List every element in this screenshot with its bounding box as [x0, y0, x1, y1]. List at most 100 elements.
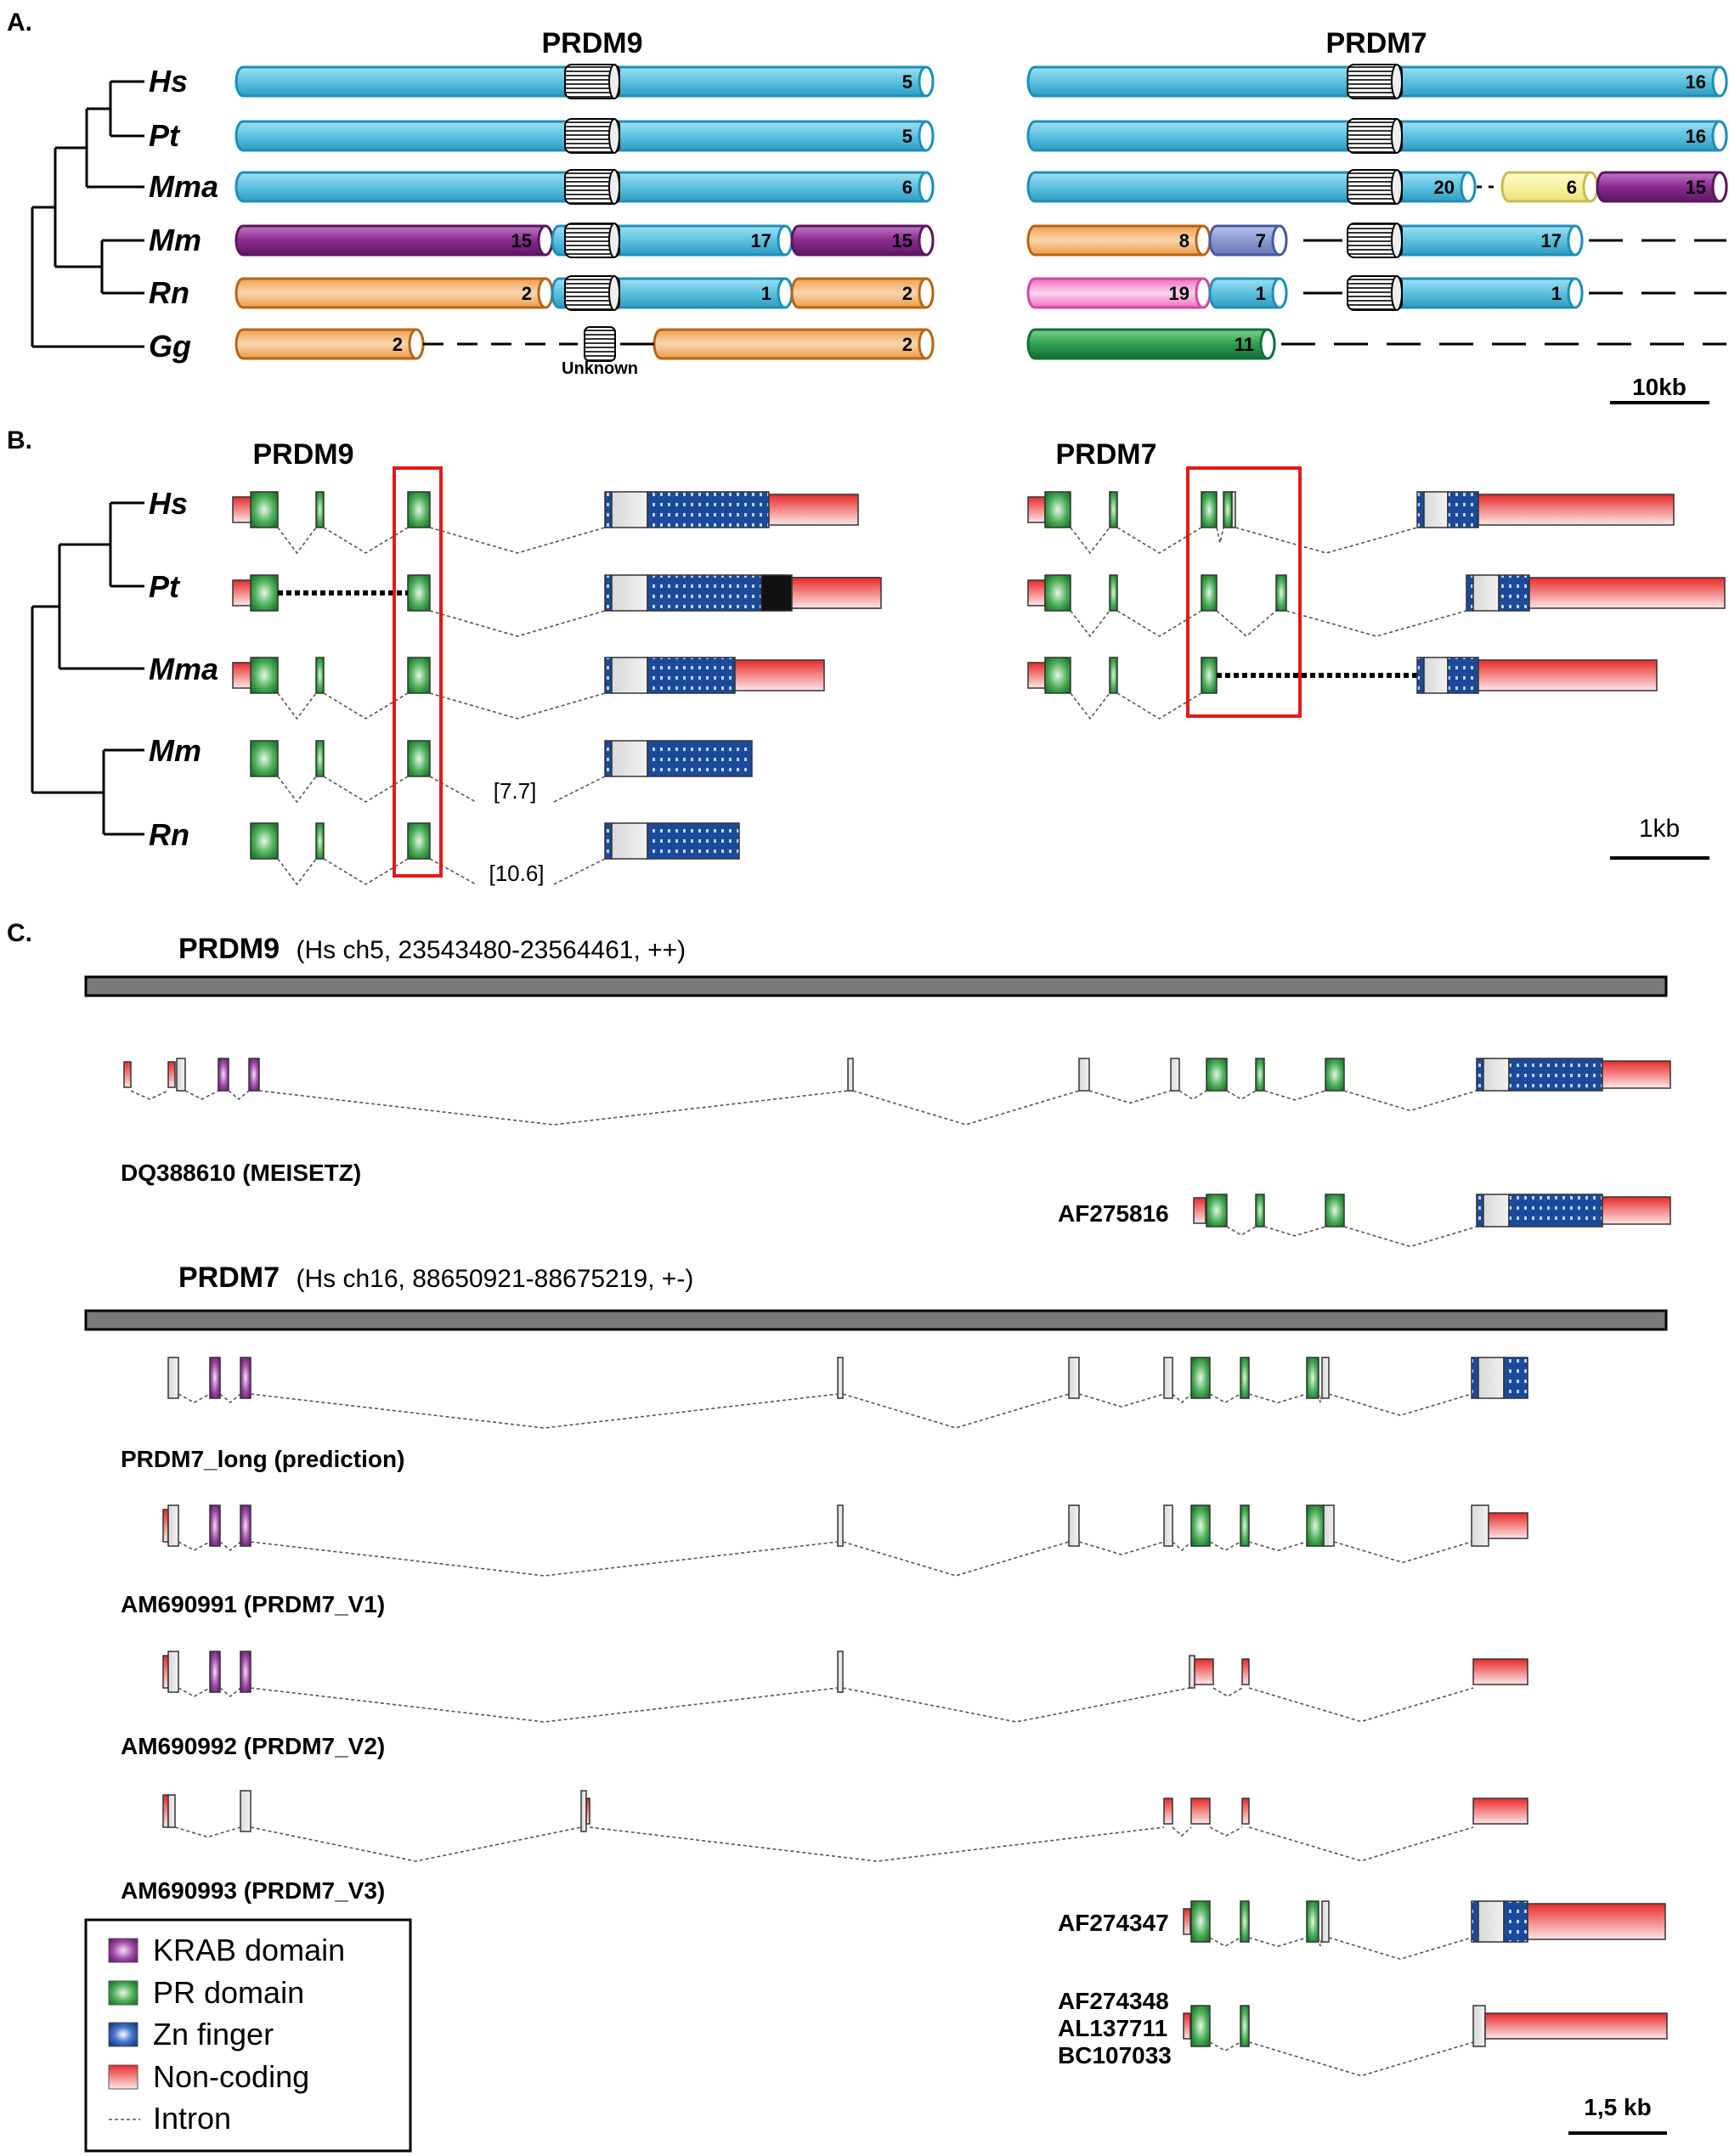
b-prdm7-intron2-0 — [1116, 527, 1202, 554]
prdm9-cylinder-end-1-0 — [918, 120, 935, 152]
c-am690991-exon-4 — [837, 1504, 844, 1547]
b-prdm9-intron1-0 — [277, 527, 317, 555]
c-prdm7-long-zn-10-grey — [1478, 1357, 1505, 1399]
c-prdm7-long-intron-9 — [1318, 1393, 1323, 1403]
b-mma-prdm7-zn-zn-lead — [1416, 657, 1425, 694]
prdm9-cylinder-label-4-2: 2 — [902, 283, 913, 304]
prdm9-core-drum-end-1 — [608, 118, 620, 154]
legend-pr-swatch — [108, 1980, 138, 2006]
prdm7-cylinder-body-2-2 — [1596, 171, 1728, 203]
unknown-label: Unknown — [562, 359, 638, 378]
b-prdm9-pr1-1 — [250, 574, 279, 612]
c-af274348-intron-2 — [1209, 2041, 1241, 2052]
c-af275816 — [1193, 1194, 1671, 1248]
transcript-label-am690991: AM690991 (PRDM7_V1) — [121, 1591, 385, 1617]
prdm7-cylinder-label-5-0: 11 — [1235, 334, 1254, 355]
prdm9-cylinder-end-4-0 — [537, 277, 554, 309]
b-prdm7-pr1-1 — [1044, 574, 1071, 612]
prdm7-cylinder-3-1: 7 — [1208, 224, 1288, 257]
b-prdm7-intron2-1 — [1116, 610, 1202, 637]
prdm7-cylinder-end-3-1 — [1271, 224, 1288, 257]
transcript-label-am690993: AM690993 (PRDM7_V3) — [121, 1877, 385, 1904]
c-af275816-intron-4 — [1343, 1226, 1478, 1248]
c-am690993-intron-2 — [174, 1826, 241, 1838]
b-prdm9-pr1-2 — [250, 657, 279, 694]
prdm9-genomic-bar — [84, 975, 1668, 997]
c-am690991-exon-10 — [1323, 1504, 1335, 1547]
b-prdm9-intron2-3 — [323, 776, 409, 803]
c-am690992-exon-2 — [209, 1651, 221, 1693]
c-af274348-intron-3 — [1248, 2041, 1474, 2077]
species-label-rn: Rn — [149, 275, 189, 310]
c-am690991-intron-3 — [219, 1541, 241, 1552]
legend-pr-label: PR domain — [153, 1975, 304, 2010]
c-am690992-exon-1 — [167, 1651, 179, 1693]
b-prdm7-pr2-2 — [1109, 657, 1118, 694]
prdm7-core-drum-end-4 — [1391, 275, 1403, 311]
b-prdm9-pr2-0 — [315, 491, 325, 528]
c-af274347-exon-2 — [1240, 1900, 1250, 1943]
b-prdm9-zn-4-grey — [611, 822, 648, 860]
prdm7-cylinder-label-2-1: 6 — [1567, 177, 1577, 198]
b-prdm9-row-2 — [232, 657, 825, 720]
c-dq388610-intron-6 — [852, 1090, 1080, 1126]
c-prdm7-long-exon-1 — [209, 1357, 221, 1399]
c-am690991-exon-6 — [1163, 1504, 1173, 1547]
c-prdm7-long — [167, 1357, 1528, 1429]
b-species-label-hs: Hs — [149, 486, 188, 521]
panel-b-prdm7-title: PRDM7 — [1055, 438, 1156, 471]
prdm7-cylinder-end-3-0 — [1195, 224, 1212, 257]
c-am690993-exon-6 — [1190, 1798, 1211, 1825]
c-am690992-intron-5 — [842, 1687, 1190, 1723]
b-mma-prdm7-zn-grey — [1423, 657, 1449, 694]
b-prdm7-intron1-1 — [1070, 610, 1110, 638]
c-dq388610-exon-1 — [167, 1061, 176, 1088]
prdm9-cylinder-body-4-0 — [234, 277, 554, 309]
panel-a-prdm9-title: PRDM9 — [541, 27, 642, 59]
c-prdm7-long-intron-2 — [219, 1393, 241, 1404]
c-am690992-exon-4 — [837, 1651, 844, 1693]
c-dq388610-exon-10 — [1325, 1058, 1345, 1092]
c-prdm7-long-zn-10-zn-array — [1503, 1357, 1528, 1399]
panel-c-scale-label: 1,5 kb — [1584, 2094, 1651, 2120]
b-prdm7-intron1-0 — [1070, 527, 1110, 555]
b-prdm7-pr1-0 — [1044, 491, 1071, 528]
prdm7-cylinder-label-4-2: 1 — [1551, 283, 1562, 304]
b-prdm9-utr5-2 — [232, 662, 252, 689]
prdm7-cylinder-label-2-0: 20 — [1434, 177, 1455, 198]
prdm7-cylinder-label-3-2: 17 — [1541, 230, 1562, 251]
b-prdm7-intron1-2 — [1070, 692, 1110, 720]
transcript-label-af274348: AF274348 — [1058, 1988, 1169, 2014]
c-am690991-intron-7 — [1172, 1541, 1192, 1552]
b-hs-prdm7-intron3 — [1216, 527, 1224, 544]
c-am690993-exon-8 — [1472, 1798, 1528, 1825]
prdm9-cylinder-3-0: 15 — [234, 224, 554, 257]
c-am690992-exon-6 — [1194, 1658, 1214, 1685]
prdm9-locus-title: PRDM9 (Hs ch5, 23543480-23564461, ++) — [178, 933, 686, 965]
b-prdm7-pr2-1 — [1109, 574, 1118, 612]
b-prdm9-pr2-3 — [315, 740, 325, 777]
c-af274348-exon-1 — [1190, 2005, 1211, 2047]
c-am690992-exon-5 — [1189, 1655, 1195, 1689]
c-prdm7-long-intron-10 — [1328, 1393, 1472, 1417]
c-dq388610-intron-11 — [1343, 1090, 1478, 1112]
c-am690993-exon-7 — [1241, 1798, 1250, 1825]
c-am690993-intron-7 — [1209, 1826, 1243, 1837]
prdm7-cylinder-label-4-1: 1 — [1256, 283, 1266, 304]
prdm9-cylinder-label-5-1: 2 — [902, 334, 913, 355]
prdm7-cylinder-end-4-1 — [1271, 277, 1288, 309]
prdm9-core-drum-4 — [564, 275, 620, 311]
c-dq388610-exon-5 — [847, 1058, 854, 1092]
c-af274347-intron-5 — [1328, 1937, 1472, 1961]
b-pt-prdm7-zn-grey — [1472, 574, 1500, 612]
c-am690992-exon-3 — [240, 1651, 251, 1693]
b-prdm9-pr3-0 — [407, 491, 431, 528]
legend-intron-label: Intron — [153, 2101, 231, 2136]
b-prdm9-zn-2-zn-array — [647, 657, 736, 694]
c-am690991-exon-1 — [167, 1504, 179, 1547]
panel-c-transcript-structures — [123, 1058, 1671, 2077]
c-dq388610-exon-9 — [1255, 1058, 1265, 1092]
prdm7-core-drum-end-1 — [1391, 118, 1403, 154]
prdm7-core-drum-end-2 — [1391, 169, 1403, 205]
